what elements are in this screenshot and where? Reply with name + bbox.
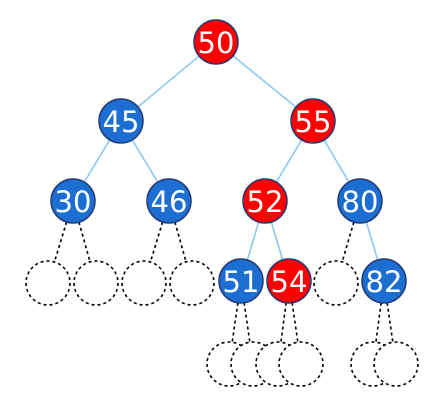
tree-node-30: 30	[50, 178, 96, 224]
tree-node-52: 52	[242, 178, 288, 224]
edge-n55-n52	[275, 139, 303, 183]
node-circle-blue	[98, 98, 144, 144]
edge-n50-n55	[232, 55, 297, 108]
node-key-label: 51	[223, 265, 260, 299]
null-leaf-node	[169, 260, 215, 306]
null-leaf-node	[121, 260, 167, 306]
null-edge-nil-30-l	[53, 221, 68, 263]
null-leaves	[25, 260, 419, 387]
null-leaf-node	[278, 341, 324, 387]
null-edge-nil-82-r	[386, 302, 394, 343]
node-key-label: 55	[295, 105, 332, 139]
edge-n50-n45	[137, 55, 200, 108]
null-edge-nil-54-r	[291, 302, 299, 343]
tree-node-80: 80	[337, 178, 383, 224]
node-circle-red	[193, 19, 239, 65]
null-edge-nil-46-r	[174, 221, 187, 263]
null-leaf-node	[373, 341, 419, 387]
tree-node-51: 51	[218, 258, 264, 304]
edge-n45-n46	[131, 139, 159, 183]
tree-node-55: 55	[290, 98, 336, 144]
edge-n52-n51	[246, 221, 260, 261]
null-edge-nil-46-l	[149, 221, 164, 263]
tree-node-45: 45	[98, 98, 144, 144]
edge-n55-n80	[323, 139, 350, 183]
node-key-label: 50	[198, 26, 235, 60]
node-circle-blue	[50, 178, 96, 224]
tree-nodes: 50 45 55 30 46 52 80 51 54 82	[50, 19, 407, 304]
tree-edges	[53, 55, 394, 343]
node-key-label: 82	[366, 265, 403, 299]
null-edge-nil-82-l	[375, 302, 382, 343]
node-circle-blue	[337, 178, 383, 224]
node-circle-blue	[218, 258, 264, 304]
null-leaf-node	[25, 260, 71, 306]
tree-node-82: 82	[361, 258, 407, 304]
node-circle-red	[266, 258, 312, 304]
node-circle-red	[290, 98, 336, 144]
edge-n52-n54	[270, 221, 284, 261]
null-edge-nil-30-r	[78, 221, 91, 263]
null-edge-nil-51-l	[231, 302, 239, 343]
node-circle-blue	[146, 178, 192, 224]
node-key-label: 54	[271, 265, 308, 299]
node-key-label: 52	[247, 185, 284, 219]
edge-n45-n30	[83, 139, 111, 183]
null-edge-nil-54-l	[280, 302, 287, 343]
edge-n80-n82	[365, 221, 379, 261]
node-key-label: 45	[103, 105, 140, 139]
null-leaf-node	[73, 260, 119, 306]
null-edge-nil-51-r	[243, 302, 251, 343]
node-circle-blue	[361, 258, 407, 304]
null-edge-nil-80-l	[341, 221, 355, 263]
tree-node-50: 50	[193, 19, 239, 65]
node-circle-red	[242, 178, 288, 224]
null-leaf-node	[313, 260, 359, 306]
tree-node-54: 54	[266, 258, 312, 304]
node-key-label: 80	[342, 185, 379, 219]
node-key-label: 46	[151, 185, 188, 219]
node-key-label: 30	[55, 185, 92, 219]
tree-node-46: 46	[146, 178, 192, 224]
